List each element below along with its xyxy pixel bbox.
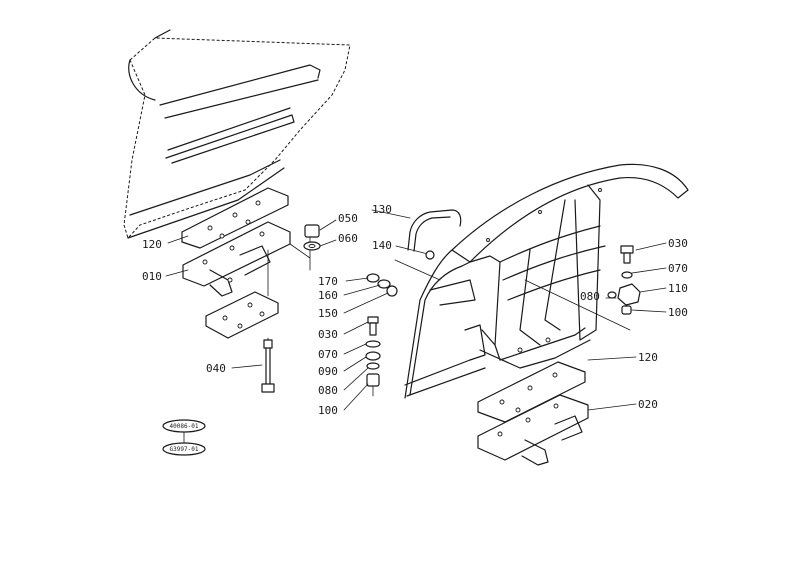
hardware-150-160-170 — [366, 273, 398, 297]
reference-stamp: 40086-01 G3997-01 — [162, 419, 206, 456]
stamp-code-top: 40086-01 — [170, 423, 199, 430]
handle-130 — [407, 209, 462, 252]
plate-lower — [205, 249, 279, 339]
callout-110: 110 — [668, 282, 688, 295]
plate-120-upper — [181, 187, 289, 249]
callout-030-right: 030 — [668, 237, 688, 250]
callout-070-right: 070 — [668, 262, 688, 275]
hardware-stack-center — [365, 316, 381, 397]
plate-120-lower — [477, 361, 586, 423]
callout-070-center: 070 — [318, 348, 338, 361]
callout-170: 170 — [318, 275, 338, 288]
callout-020: 020 — [638, 398, 658, 411]
fender-panel — [123, 29, 351, 239]
callout-130: 130 — [372, 203, 392, 216]
bracket-010 — [182, 221, 311, 297]
stamp-code-bottom: G3997-01 — [170, 446, 199, 453]
bracket-020 — [477, 394, 589, 466]
callout-050-upper: 050 — [338, 212, 358, 225]
callout-090: 090 — [318, 365, 338, 378]
callout-140: 140 — [372, 239, 392, 252]
callout-080-center: 080 — [318, 384, 338, 397]
nut-050-washer-060 — [303, 224, 321, 251]
callout-060-upper: 060 — [338, 232, 358, 245]
callout-080-right: 080 — [580, 290, 600, 303]
callout-labels: 050 060 120 010 130 140 170 160 150 030 … — [142, 203, 688, 417]
fender-assembly — [394, 163, 689, 399]
hardware-stack-right — [607, 245, 641, 315]
callout-100-center: 100 — [318, 404, 338, 417]
callout-040: 040 — [206, 362, 226, 375]
long-bolt-040 — [261, 337, 275, 393]
callout-010: 010 — [142, 270, 162, 283]
callout-150: 150 — [318, 307, 338, 320]
leader-lines — [165, 209, 667, 411]
callout-120-left: 120 — [142, 238, 162, 251]
callout-120-right: 120 — [638, 351, 658, 364]
callout-160: 160 — [318, 289, 338, 302]
callout-100-right: 100 — [668, 306, 688, 319]
callout-030-center: 030 — [318, 328, 338, 341]
